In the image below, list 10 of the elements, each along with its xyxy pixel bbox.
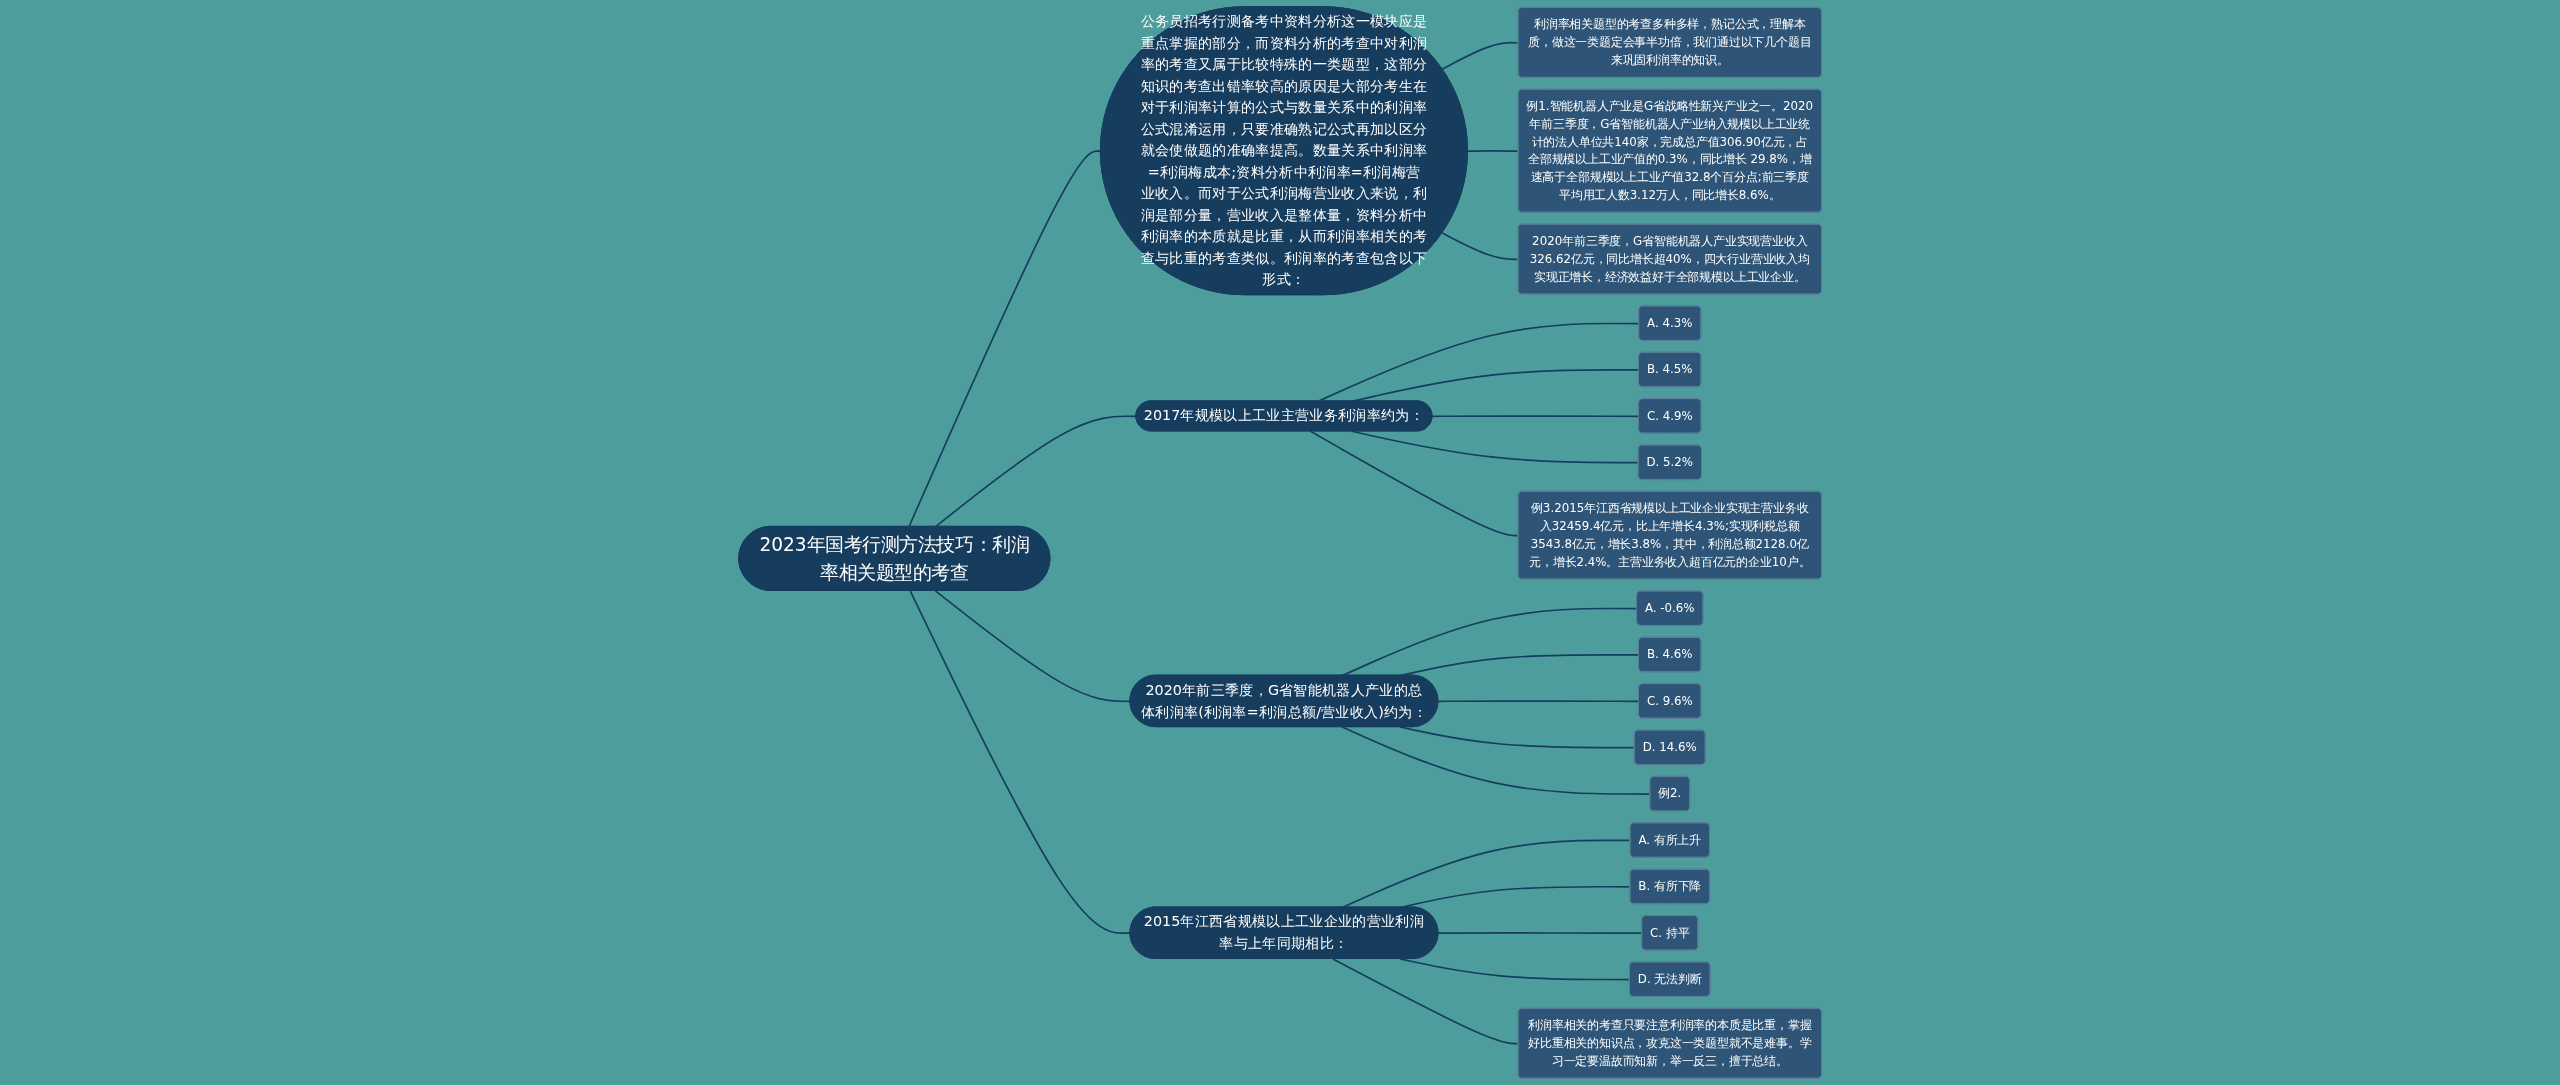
connector <box>1437 700 1640 703</box>
connector <box>1341 726 1651 795</box>
connector <box>934 415 1137 528</box>
connector <box>1399 726 1636 749</box>
connector <box>1399 958 1631 981</box>
connector <box>1431 415 1640 418</box>
connector <box>907 150 1102 528</box>
connector <box>1437 932 1643 935</box>
connector <box>1341 607 1638 677</box>
mind-map: 2023年国考行测方法技巧：利润率相关题型的考查 公务员招考行测备考中资料分析这一模块应是重点掌握的部分，而资料分析的考查中对利润率的考查又属于比较特殊的一类题型，这部分知识的考查出错率较高的原因是大部分考生在对于利润率计算的公式与数量关系中的利润率公式混淆运用，只要准确熟记公式再加以区分就会使做题的准确率提高。数量关系中利润率=利润梅成本;资料分析中利润率=利润梅营业收入。而对于公式利润梅营业收入来说，利润是部分量，营业收入是整体量，资料分析中利润率的本质就是比重，从而利润率相关的考查与比重的考查类似。利润率的考查包含以下形式： 利润率相关题型的考查多种多样，熟记公式，理解本质，做这一类题定会事半功倍，我们通过以下几个题目来巩固利润率的知识。 例1.智能机器人产业是G省战略性新兴产业之一。2020年前三季度，G省智能机器人产业纳入规模以上工业统计的法人单位共140家，完成总产值306.90亿元，占全部规模以上工业产值的0.3%，同比增长 29.8%，增速高于全部规模以上工业产值32.8个百分点;前三季度平均用工人数3.12万人，同比增长8.6%。 2020年前三季度，G省智能机器人产业实现营业收入326.62亿元，同比增长超40%，四大行业营业收入均实现正增长，经济效益好于全部规模以上工业企业。 2017年规模以上工业主营业务利润率约为： A. 4.3% B. 4.5% C. 4.9% D. 5.2% 例3.2015年江西省规模以上工业企业实现主营业务收入32459.4亿元，比上年增长4.3%;实现利税总额3543.8亿元，增长3.8%，其中，利润总额2128.0亿元，增长2.4%。主营业务收入超百亿元的企业10户。 2020年前三季度，G省智能机器人产业的总体利润率(利润率=利润总额/营业收入)约为： A. -0.6% B. 4.6% C. 9.6% D. 14.6% 例2. 2015年江西省规模以上工业企业的营业利润率与上年同期相比： A. 有所上升 B. 有所下降 C. 持平 D. 无法判断 利润率相关的考查只要注意利润率的本质是比重，掌握好比重相关的知识点，攻克这一类题型就不是难事。学习一定要温故而知新，举一反三，擅于总结。 <box>731 0 1829 1085</box>
